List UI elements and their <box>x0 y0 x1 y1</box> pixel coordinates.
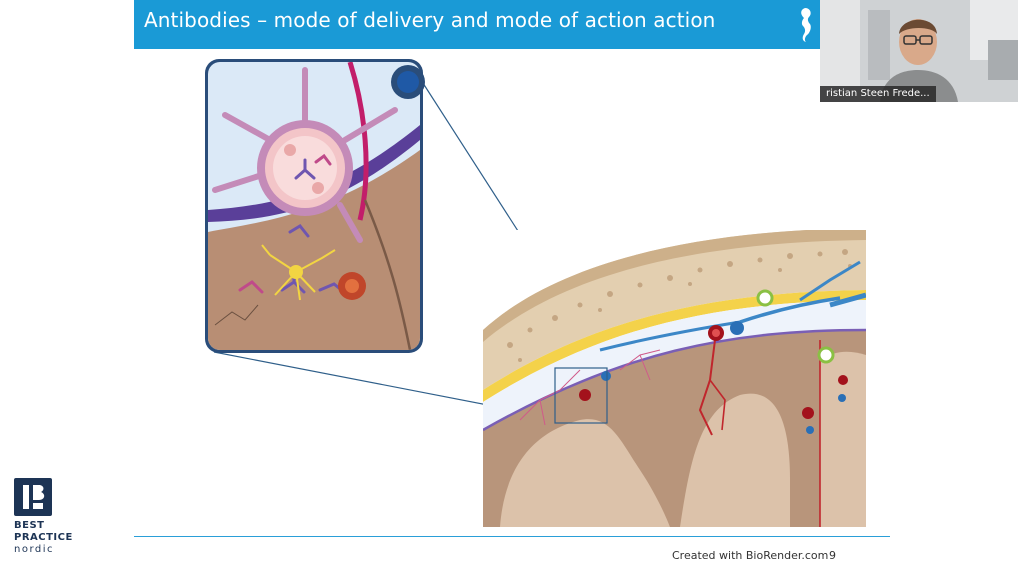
best-practice-nordic-logo: BEST PRACTICE nordic <box>14 478 104 555</box>
participant-name-label: ristian Steen Frede... <box>820 86 936 102</box>
seahorse-logo-icon <box>801 8 811 42</box>
slide-page-number: 9 <box>829 549 836 562</box>
biorender-credit: Created with BioRender.com <box>672 549 829 562</box>
slide-title: Antibodies – mode of delivery and mode o… <box>144 8 716 32</box>
brand-line-practice: PRACTICE <box>14 532 73 543</box>
brand-mark-icon <box>14 478 52 516</box>
brand-line-best: BEST <box>14 520 45 531</box>
inset-zoom-panel <box>205 59 425 353</box>
brain-cross-section <box>483 230 866 527</box>
slide-title-bar: Antibodies – mode of delivery and mode o… <box>134 0 820 49</box>
footer-divider <box>134 536 890 537</box>
participant-video-tile[interactable]: ristian Steen Frede... <box>820 0 1018 102</box>
brand-line-nordic: nordic <box>14 544 55 555</box>
